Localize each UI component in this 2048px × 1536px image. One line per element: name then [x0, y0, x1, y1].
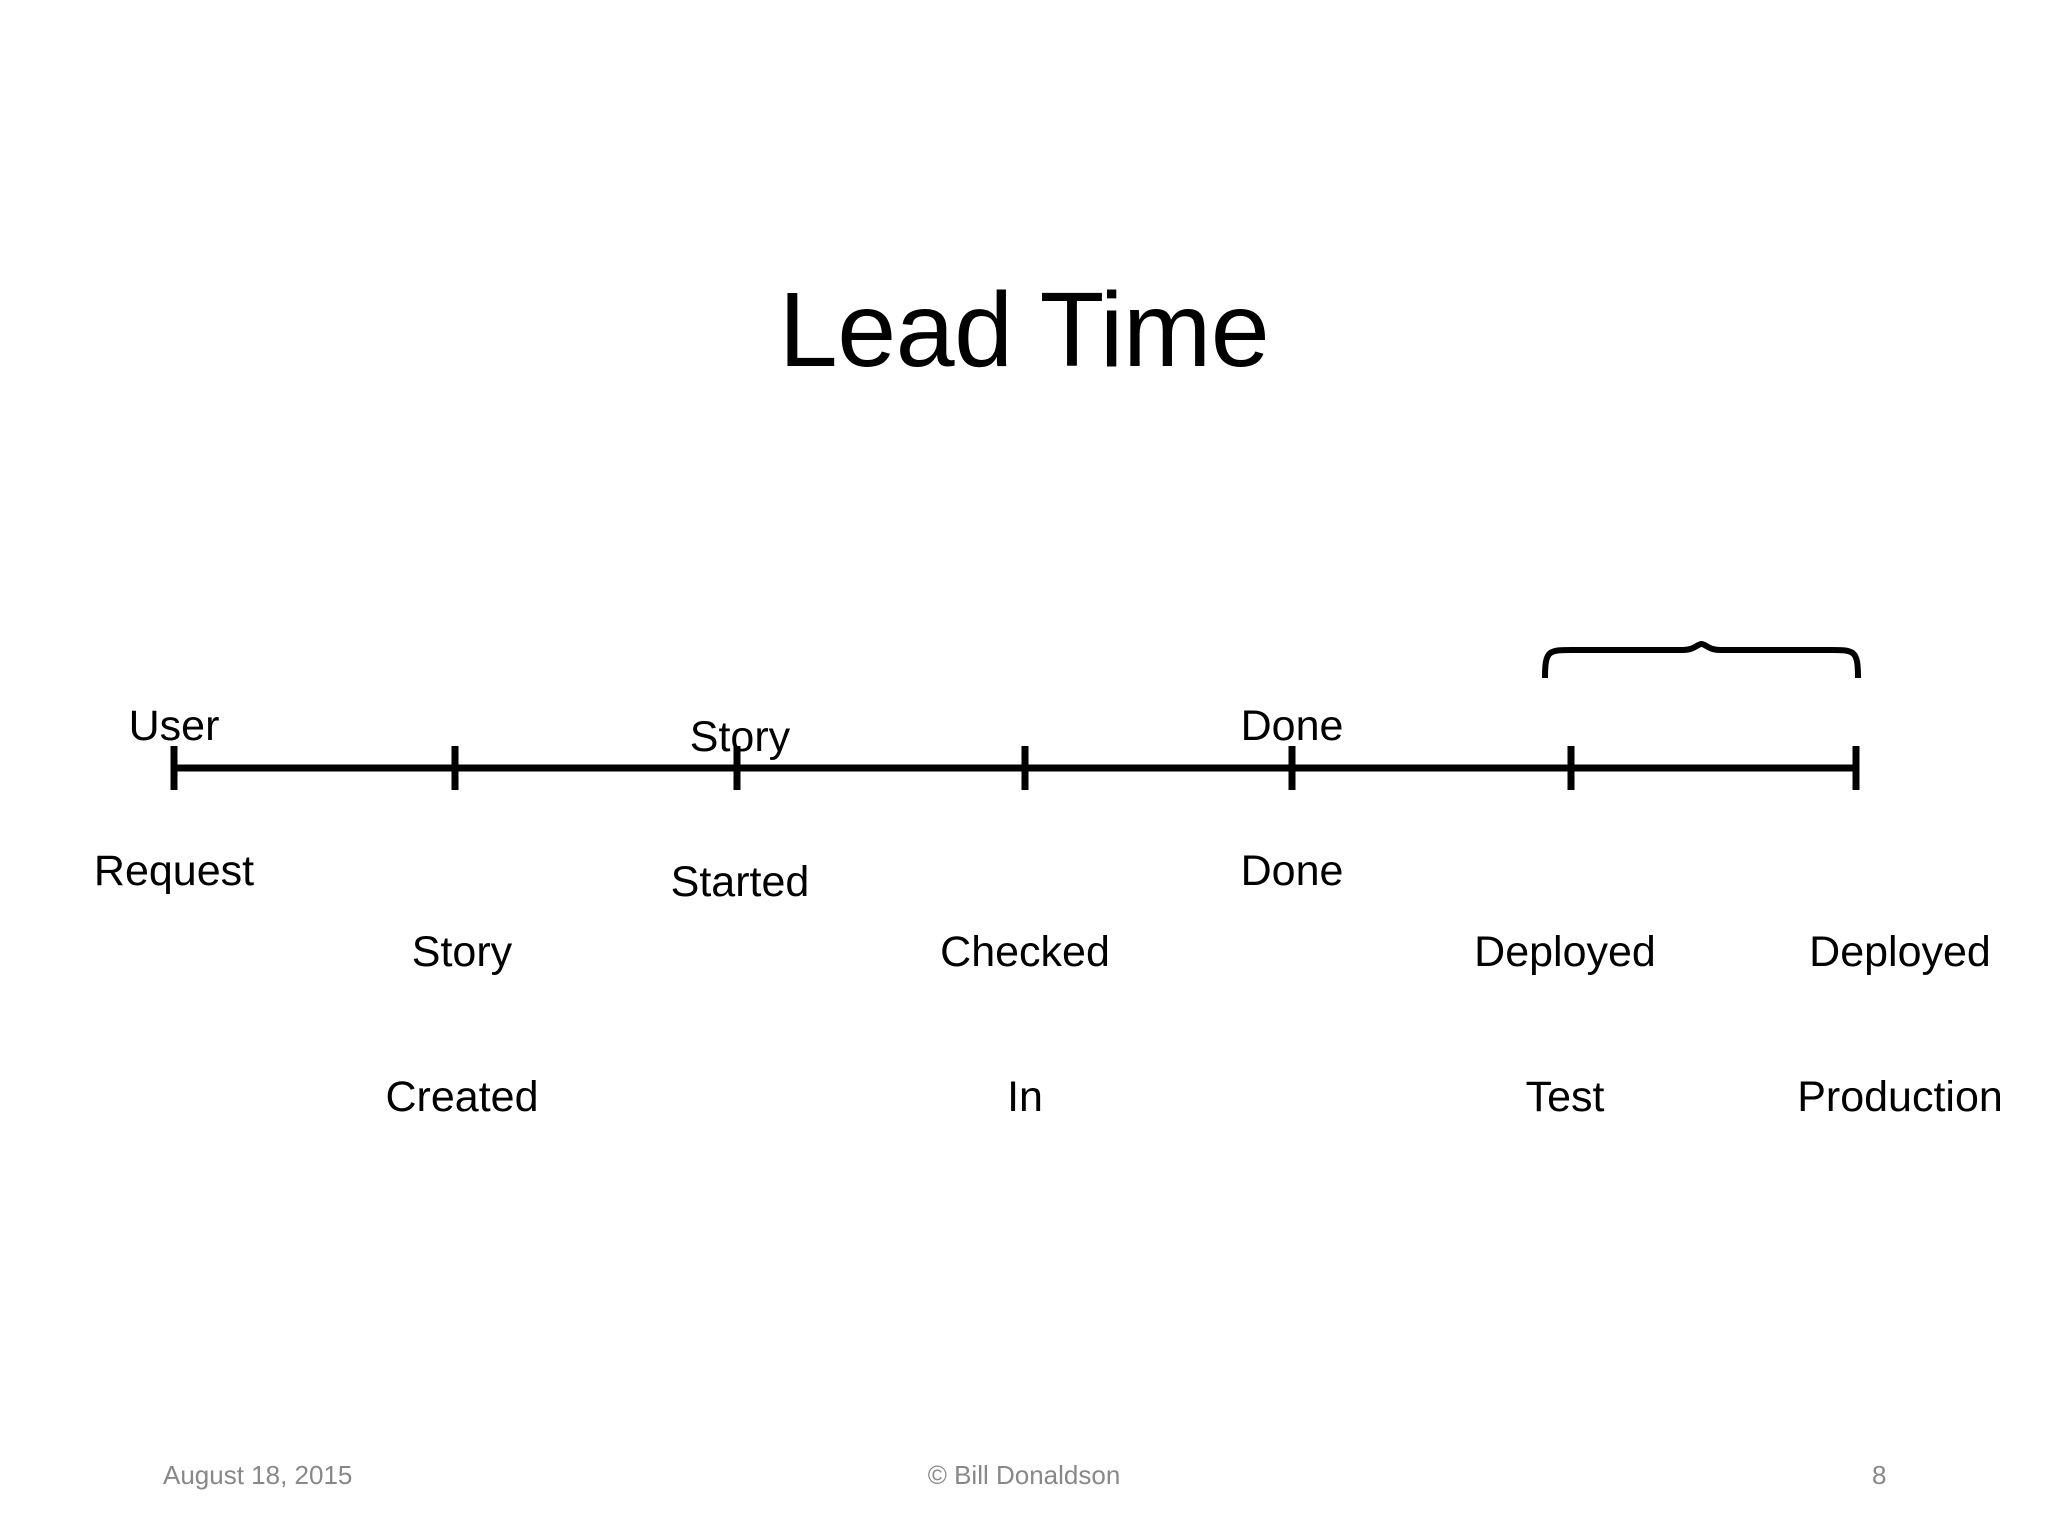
milestone-label-line2: Production: [1797, 1072, 2003, 1121]
milestone-label-line1: Checked: [940, 928, 1110, 977]
brace-path: [1542, 640, 1861, 679]
milestone-label-story-created: Story Created: [386, 832, 539, 1217]
milestone-label-line2: Done: [1240, 846, 1344, 895]
milestone-label-story-started: Story Started: [671, 617, 810, 1002]
milestone-label-line1: Story: [689, 713, 791, 762]
deploy-span-brace: [1542, 640, 1861, 679]
milestone-label-line2: Test: [1525, 1072, 1605, 1121]
footer-date: August 18, 2015: [163, 1460, 353, 1490]
milestone-label-line2: In: [1007, 1072, 1043, 1121]
milestone-label-line1: Story: [411, 928, 513, 977]
milestone-label-line2: Created: [385, 1072, 539, 1121]
milestone-label-line2: Request: [93, 846, 255, 895]
page-title: Lead Time: [778, 271, 1270, 389]
milestone-label-line2: Started: [670, 857, 810, 906]
timeline-ticks: [170, 746, 1860, 790]
milestone-label-deployed-test: Deployed Test: [1474, 832, 1656, 1217]
milestone-label-deployed-production: Deployed Production: [1797, 832, 2003, 1217]
milestone-label-line1: User: [128, 702, 220, 751]
milestone-label-done-done: Done Done: [1241, 606, 1344, 991]
milestone-label-line1: Deployed: [1809, 928, 1991, 977]
milestone-label-user-request: User Request: [94, 606, 254, 991]
milestone-label-line1: Done: [1240, 702, 1344, 751]
footer-copyright: © Bill Donaldson: [927, 1460, 1121, 1490]
footer-page-number: 8: [1872, 1460, 1887, 1490]
milestone-label-checked-in: Checked In: [940, 832, 1110, 1217]
milestone-label-line1: Deployed: [1474, 928, 1656, 977]
